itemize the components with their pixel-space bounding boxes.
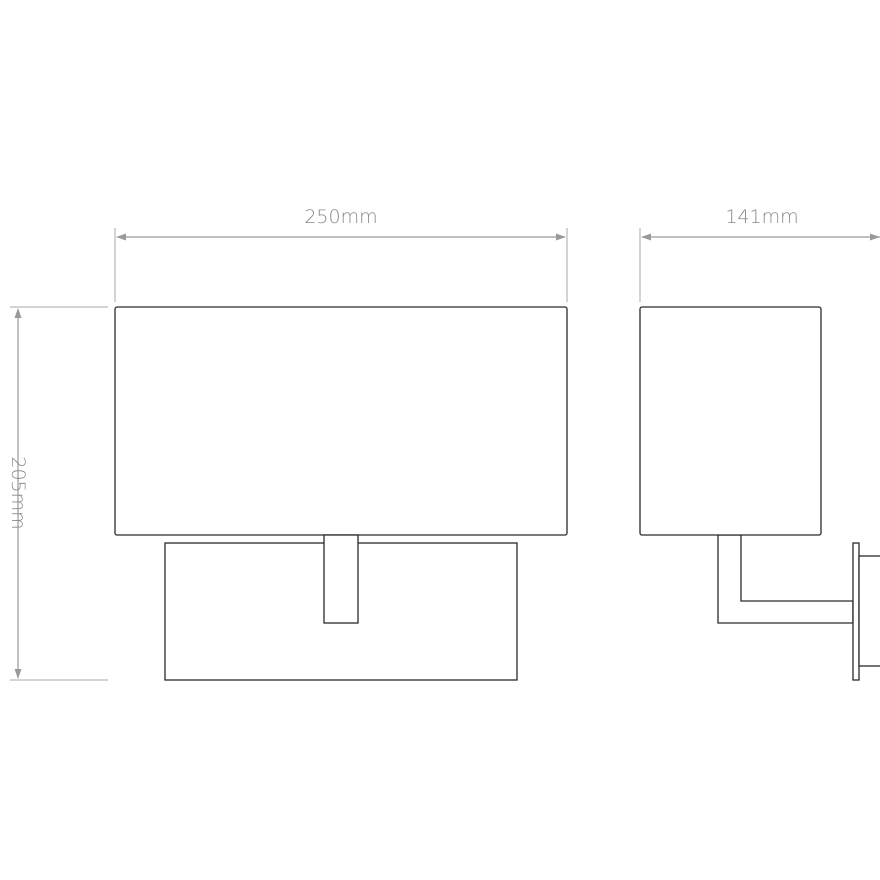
height-arrow-top (14, 308, 22, 318)
width-label: 250mm (304, 206, 377, 228)
height-label: 205mm (7, 456, 29, 529)
width-dimension: 250mm (114, 206, 568, 302)
side-wall-plate (852, 542, 860, 681)
side-shade (639, 306, 822, 536)
width-arrow-left (116, 233, 126, 241)
height-arrow-bottom (14, 669, 22, 679)
depth-arrow-right (870, 233, 880, 241)
height-dimension: 205mm (7, 306, 108, 681)
front-stem (323, 534, 359, 624)
side-wall-mount (858, 555, 880, 667)
depth-dimension: 141mm (639, 206, 880, 302)
width-arrow-right (556, 233, 566, 241)
side-arm (717, 534, 854, 624)
front-view (114, 306, 568, 681)
depth-label: 141mm (725, 206, 798, 228)
depth-arrow-left (641, 233, 651, 241)
side-view (639, 306, 880, 681)
front-shade (114, 306, 568, 536)
